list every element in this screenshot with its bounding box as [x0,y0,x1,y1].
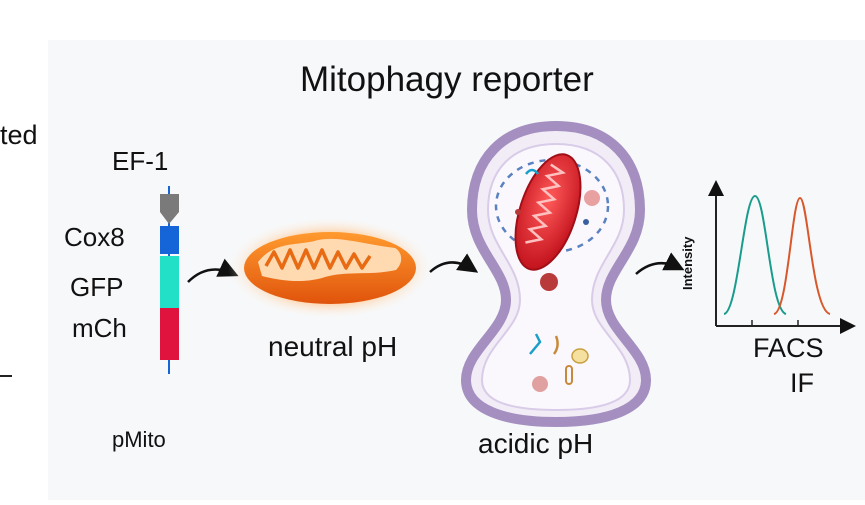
construct-name: pMito [112,427,166,452]
red-curve [773,196,831,315]
intensity-axis-label: Intensity [680,236,695,290]
autolysosome [460,120,652,428]
cut-off-text: ted [0,120,38,150]
gfp-segment [160,256,179,308]
mitochondrion-neutral [228,218,432,318]
promoter-label: EF-1 [112,146,169,176]
acidic-ph-label: acidic pH [478,428,594,459]
mch-segment [160,308,179,360]
neutral-ph-label: neutral pH [268,331,398,362]
intensity-plot [708,180,856,334]
cox8-label: Cox8 [64,222,125,252]
cox8-segment [160,226,179,254]
facs-label: FACS [753,333,824,363]
promoter-arrow [160,194,179,224]
teal-curve [723,194,787,315]
mch-label: mCh [72,313,127,343]
if-label: IF [790,368,814,398]
pmito-construct [160,186,179,374]
gfp-label: GFP [70,272,124,302]
arrow-1 [187,258,239,283]
arrow-2 [429,253,479,273]
arrow-3 [635,252,685,275]
diagram-title: Mitophagy reporter [300,60,594,99]
